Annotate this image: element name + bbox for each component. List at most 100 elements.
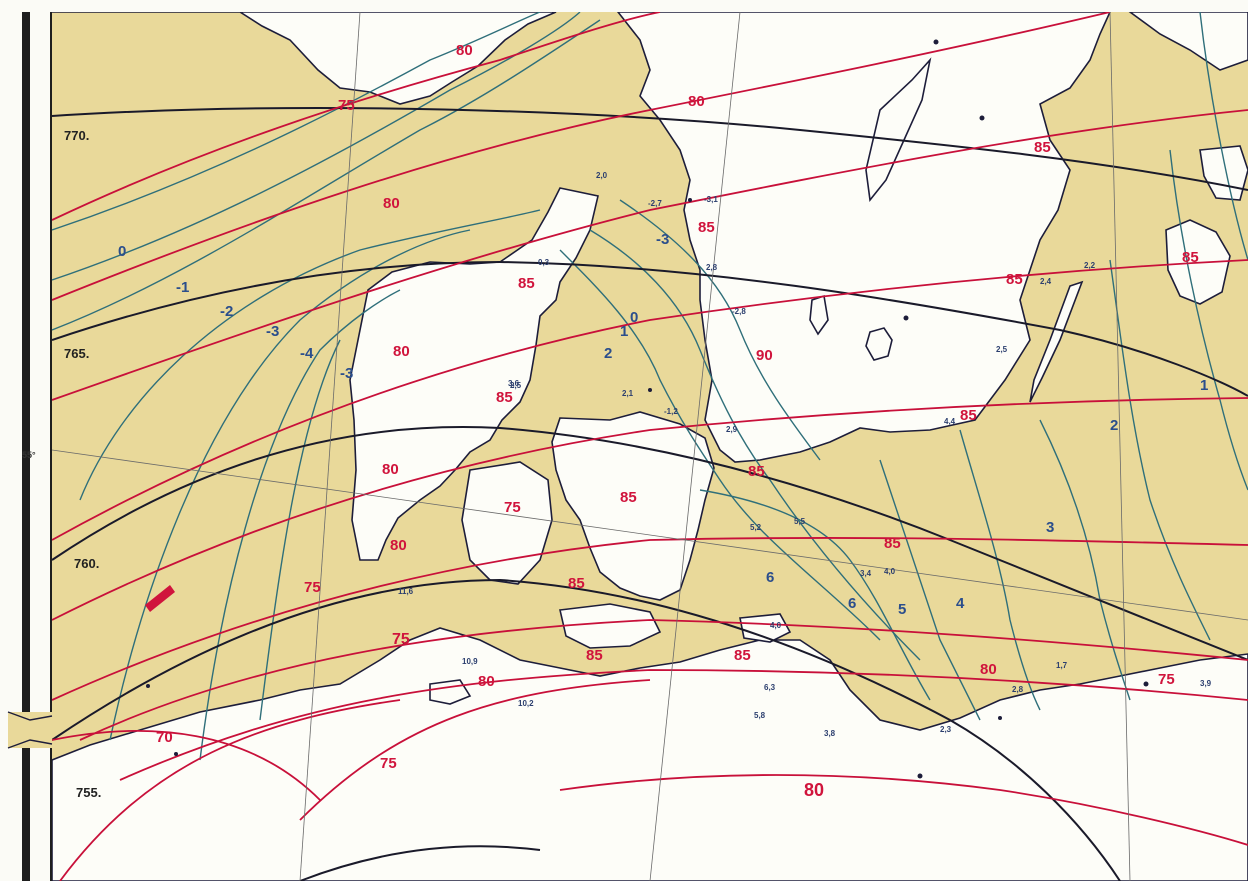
isobar-755 [52, 578, 1121, 881]
isobar-765 [52, 260, 1248, 397]
isobar-label: 755. [76, 785, 101, 800]
station-value: 0,3 [538, 258, 550, 267]
isobar-lines [52, 107, 1248, 881]
humidity-label: 85 [496, 389, 513, 406]
isotherm-label: -2 [220, 303, 233, 320]
station-value: 4,0 [770, 621, 782, 630]
isotherm-lines [52, 12, 1248, 761]
station-value: 2,5 [996, 345, 1008, 354]
humidity-label: 75 [1158, 671, 1175, 688]
humidity-label: 80 [382, 461, 399, 478]
isotherm-label: 0 [630, 309, 638, 326]
isotherm-labels: 0 -1 -2 -3 -4 -3 -3 0 1 2 6 6 5 4 3 2 1 [118, 231, 1208, 618]
station-value: 2,8 [706, 263, 718, 272]
station-value: -3,1 [704, 195, 718, 204]
humidity-label: 85 [568, 575, 585, 592]
small-island-se [739, 613, 792, 643]
isobar-750 [299, 845, 541, 881]
graticule [52, 12, 1248, 881]
isotherm-label: 1 [620, 323, 628, 340]
humidity-label: 75 [338, 97, 355, 114]
humidity-label: 80 [478, 673, 495, 690]
map-frame-inner [50, 12, 52, 881]
humidity-label: 80 [688, 93, 705, 110]
isotherm-label: -4 [300, 345, 314, 362]
humidity-label: 85 [586, 647, 603, 664]
isobar-770 [52, 107, 1248, 191]
station-value: 5,2 [750, 523, 762, 532]
isotherm-label: 1 [1200, 377, 1208, 394]
humidity-label: 85 [960, 407, 977, 424]
humidity-label-large: 80 [804, 780, 824, 800]
isotherm-label: 5 [898, 601, 906, 618]
humidity-label: 85 [518, 275, 535, 292]
station-value: 5,8 [754, 711, 766, 720]
station-value: 2,3 [940, 725, 952, 734]
humidity-label: 85 [1006, 271, 1023, 288]
isotherm-label: -3 [266, 323, 279, 340]
isobar-label: 760. [74, 556, 99, 571]
station-value: 4,0 [884, 567, 896, 576]
station-value: 5,5 [794, 517, 806, 526]
map-frame-outer [22, 12, 30, 881]
isotherm-label: 2 [604, 345, 612, 362]
oland-island [1029, 280, 1084, 403]
small-island-ne [1199, 145, 1248, 201]
station-value: 2,4 [1040, 277, 1052, 286]
humidity-label: 80 [980, 661, 997, 678]
humidity-label: 75 [504, 499, 521, 516]
isotherm-label: 4 [956, 595, 965, 612]
isotherm-label: 6 [848, 595, 856, 612]
isotherm-label: -3 [656, 231, 669, 248]
station-value: 1,7 [1056, 661, 1068, 670]
isotherm-label: -1 [176, 279, 189, 296]
humidity-label: 85 [884, 535, 901, 552]
bornholm-island [865, 327, 893, 361]
humidity-label: 80 [456, 42, 473, 59]
humidity-label: 70 [156, 729, 173, 746]
humidity-label-large: 75 [392, 631, 410, 648]
station-value: 6,3 [764, 683, 776, 692]
left-margin-inset [7, 711, 53, 749]
isobar-labels: 770. 765. 760. 755. [64, 128, 101, 800]
humidity-label: 85 [1034, 139, 1051, 156]
funen-landmass [461, 461, 553, 585]
station-values: 2,0 2,8 -2,8 -2,7 -3,1 0,3 2,2 2,4 2,5 3… [398, 171, 1212, 738]
station-value: 2,0 [596, 171, 608, 180]
station-value: 10,9 [462, 657, 478, 666]
humidity-label: 80 [383, 195, 400, 212]
humidity-label: 85 [1182, 249, 1199, 266]
station-value: 2,9 [726, 425, 738, 434]
isotherm-label: 0 [118, 243, 126, 260]
station-value: -2,7 [648, 199, 662, 208]
station-value: 3,6 [508, 379, 520, 388]
station-value: 10,2 [518, 699, 534, 708]
latitude-label: 55° [22, 450, 36, 460]
isotherm-label: 6 [766, 569, 774, 586]
wind-arrow [145, 585, 175, 612]
station-value: 3,9 [1200, 679, 1212, 688]
humidity-lines [52, 12, 1248, 881]
station-value: 11,6 [398, 587, 414, 596]
station-dots [146, 39, 1149, 779]
lolland-landmass [559, 603, 662, 649]
humidity-label: 85 [620, 489, 637, 506]
isotherm-label: -3 [340, 365, 353, 382]
humidity-labels: 80 75 80 80 85 85 85 85 85 80 85 90 85 8… [156, 42, 1199, 772]
station-value: 2,2 [1084, 261, 1096, 270]
isobar-label: 770. [64, 128, 89, 143]
humidity-label: 90 [756, 347, 773, 364]
humidity-label: 75 [380, 755, 397, 772]
norway-landmass [52, 12, 557, 105]
isobar-label: 765. [64, 346, 89, 361]
station-value: 2,5 [510, 381, 522, 390]
humidity-label: 85 [748, 463, 765, 480]
germany-landmass [52, 627, 1248, 881]
isobar-760 [52, 426, 1248, 661]
station-value: -1,2 [664, 407, 678, 416]
land-masses [52, 12, 1248, 881]
humidity-label: 80 [390, 537, 407, 554]
isotherm-label: 2 [1110, 417, 1118, 434]
humidity-label: 75 [304, 579, 321, 596]
